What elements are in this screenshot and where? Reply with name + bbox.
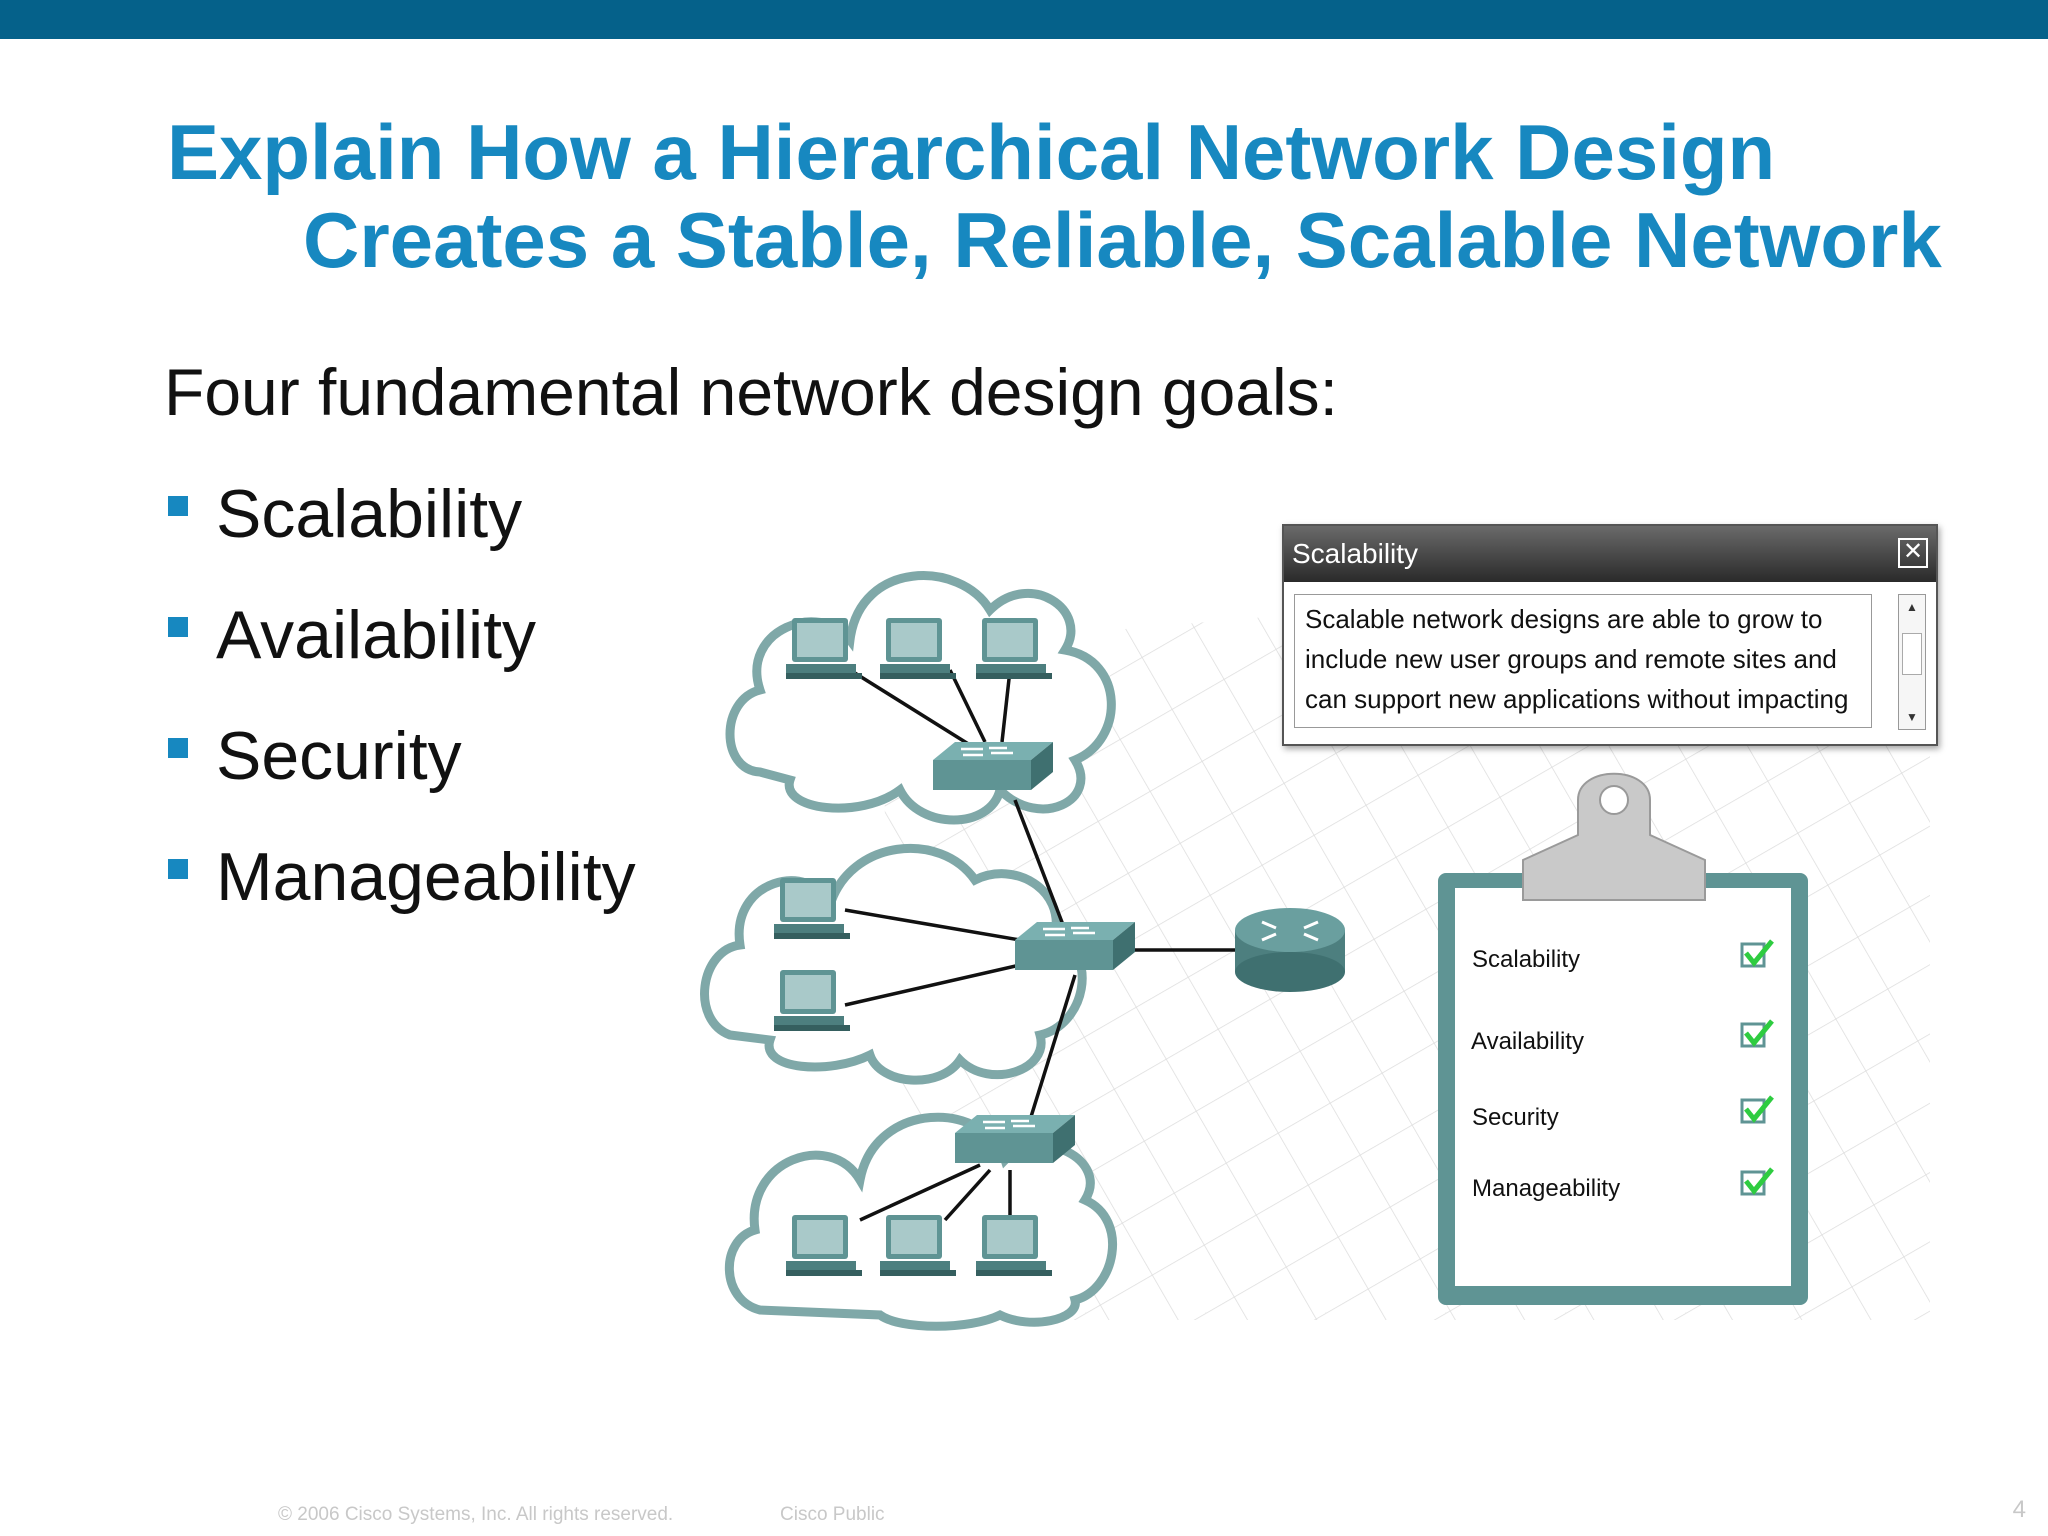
scroll-up-arrow-icon[interactable]: ▲: [1906, 600, 1918, 614]
goal-item-manageability: Manageability: [168, 835, 636, 919]
title-line-2: Creates a Stable, Reliable, Scalable Net…: [303, 196, 1942, 284]
checklist-item-manageability: Manageability: [1472, 1175, 1621, 1202]
goal-label: Manageability: [216, 839, 636, 915]
bullet-square-icon: [168, 859, 188, 879]
top-banner: [0, 0, 2048, 39]
checkbox-checked-icon: [1740, 939, 1774, 968]
popup-line: include new user groups and remote sites…: [1305, 644, 1837, 674]
popup-title: Scalability: [1292, 538, 1419, 569]
goals-heading: Four fundamental network design goals:: [164, 355, 1339, 429]
switch-icon: [1013, 920, 1137, 972]
cloud-top: [725, 571, 1116, 825]
slide-title: Explain How a Hierarchical Network Desig…: [167, 108, 2027, 284]
scalability-popup: Scalability ✕ Scalable network designs a…: [1282, 524, 1938, 746]
popup-scrollbar[interactable]: ▲ ▼: [1898, 594, 1926, 730]
bullet-square-icon: [168, 617, 188, 637]
goals-list: Scalability Availability Security Manage…: [168, 472, 636, 956]
scroll-thumb[interactable]: [1902, 633, 1922, 675]
goal-item-scalability: Scalability: [168, 472, 636, 556]
bullet-square-icon: [168, 738, 188, 758]
popup-line: Scalable network designs are able to gro…: [1305, 604, 1823, 634]
clipboard: [1438, 772, 1808, 1305]
close-icon[interactable]: ✕: [1898, 538, 1928, 568]
title-line-1: Explain How a Hierarchical Network Desig…: [167, 108, 1776, 196]
scroll-down-arrow-icon[interactable]: ▼: [1906, 710, 1918, 724]
goal-item-availability: Availability: [168, 593, 636, 677]
network-links: [844, 668, 1245, 1222]
popup-text: Scalable network designs are able to gro…: [1294, 594, 1872, 728]
clip-icon: [1522, 772, 1706, 901]
checklist-item-scalability: Scalability: [1472, 946, 1581, 973]
checklist-item-security: Security: [1472, 1104, 1559, 1131]
goal-label: Security: [216, 718, 462, 794]
switch-icon: [953, 1113, 1077, 1165]
goal-label: Scalability: [216, 476, 523, 552]
goal-item-security: Security: [168, 714, 636, 798]
popup-line: can support new applications without imp…: [1305, 684, 1849, 714]
footer-copyright: © 2006 Cisco Systems, Inc. All rights re…: [278, 1504, 674, 1525]
checklist-item-availability: Availability: [1471, 1028, 1584, 1055]
bullet-square-icon: [168, 496, 188, 516]
check-marks: [1740, 939, 1774, 1196]
goal-label: Availability: [216, 597, 537, 673]
footer-classification: Cisco Public: [780, 1504, 885, 1525]
page-number: 4: [2012, 1496, 2026, 1523]
checkbox-checked-icon: [1740, 1095, 1774, 1124]
checkbox-checked-icon: [1740, 1019, 1774, 1048]
checkbox-checked-icon: [1740, 1167, 1774, 1196]
popup-titlebar: Scalability ✕: [1284, 526, 1936, 582]
switch-icon: [931, 740, 1055, 792]
router-icon: [1235, 908, 1345, 992]
network-diagram: [700, 560, 1930, 1331]
